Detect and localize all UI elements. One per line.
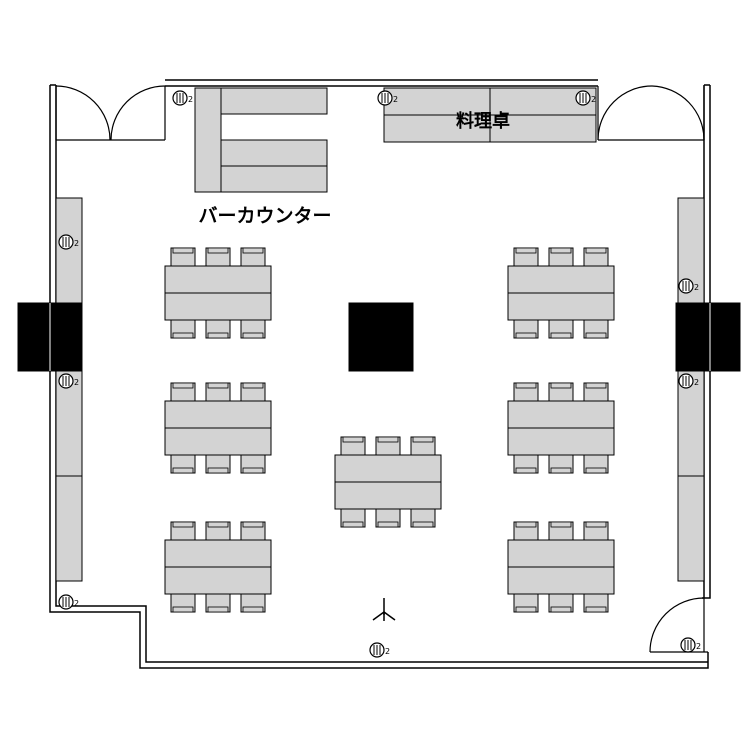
chair-icon [583, 382, 609, 402]
chair-icon [513, 454, 539, 474]
floor-outlet-icon: 2 [172, 90, 193, 106]
floor-outlet-icon: 2 [678, 278, 699, 294]
bar-counter [194, 87, 328, 193]
chair-icon [205, 382, 231, 402]
outlet-count-label: 2 [694, 283, 699, 292]
outlet-count-label: 2 [74, 378, 79, 387]
left-wall-outer [49, 85, 709, 669]
outlet-count-label: 2 [385, 647, 390, 656]
chair-icon [410, 436, 436, 456]
chair-icon [170, 521, 196, 541]
chair-icon [410, 508, 436, 528]
chair-icon [340, 508, 366, 528]
chair-icon [375, 508, 401, 528]
outlet-count-label: 2 [393, 95, 398, 104]
table-group [334, 436, 442, 528]
chair-icon [340, 436, 366, 456]
chair-icon [548, 454, 574, 474]
chair-icon [548, 521, 574, 541]
chair-icon [240, 454, 266, 474]
table-group [164, 521, 272, 613]
floor-outlet-icon: 2 [680, 637, 701, 653]
table-group [164, 382, 272, 474]
table-group [507, 382, 615, 474]
floor-outlet-icon: 2 [58, 594, 79, 610]
door-swing-icon [649, 597, 708, 653]
chair-icon [205, 454, 231, 474]
outlet-count-label: 2 [74, 599, 79, 608]
chair-icon [513, 593, 539, 613]
chair-icon [170, 593, 196, 613]
chair-icon [170, 247, 196, 267]
table-group [507, 521, 615, 613]
chair-icon [548, 247, 574, 267]
chair-icon [205, 521, 231, 541]
pillar-right [675, 302, 741, 372]
tripod-speaker-icon [372, 598, 396, 621]
dining-tables [164, 247, 615, 613]
chair-icon [513, 521, 539, 541]
bar-counter-label: バーカウンター [198, 205, 331, 227]
chair-icon [205, 593, 231, 613]
floor-outlets: 2 2 2 2 2 2 2 2 2 2 [58, 90, 701, 658]
pillars [17, 302, 741, 372]
chair-icon [583, 521, 609, 541]
chair-icon [170, 382, 196, 402]
outlet-count-label: 2 [591, 95, 596, 104]
kitchen-table [383, 87, 597, 143]
kitchen-table-label: 料理卓 [456, 110, 510, 132]
floor-outlet-icon: 2 [678, 373, 699, 389]
chair-icon [240, 593, 266, 613]
floor-outlet-icon: 2 [377, 90, 398, 106]
chair-icon [513, 319, 539, 339]
chair-icon [240, 247, 266, 267]
outlet-count-label: 2 [696, 642, 701, 651]
chair-icon [583, 319, 609, 339]
chair-icon [548, 319, 574, 339]
chair-icon [513, 247, 539, 267]
chair-icon [205, 319, 231, 339]
pillar-center [348, 302, 414, 372]
floor-outlet-icon: 2 [575, 90, 596, 106]
floor-outlet-icon: 2 [58, 373, 79, 389]
chair-icon [375, 436, 401, 456]
outlet-count-label: 2 [74, 239, 79, 248]
chair-icon [170, 454, 196, 474]
chair-icon [170, 319, 196, 339]
wall-counter-left [55, 197, 83, 582]
wall-counter-right [677, 197, 705, 582]
chair-icon [583, 247, 609, 267]
chair-icon [513, 382, 539, 402]
chair-icon [205, 247, 231, 267]
floor-outlet-icon: 2 [369, 642, 390, 658]
table-group [507, 247, 615, 339]
chair-icon [548, 593, 574, 613]
door-swing-icon [55, 85, 166, 141]
floor-outlet-icon: 2 [58, 234, 79, 250]
chair-icon [583, 593, 609, 613]
chair-icon [548, 382, 574, 402]
chair-icon [240, 521, 266, 541]
table-group [164, 247, 272, 339]
door-swing-icon [597, 85, 705, 141]
chair-icon [583, 454, 609, 474]
outlet-count-label: 2 [694, 378, 699, 387]
chair-icon [240, 319, 266, 339]
outlet-count-label: 2 [188, 95, 193, 104]
chair-icon [240, 382, 266, 402]
